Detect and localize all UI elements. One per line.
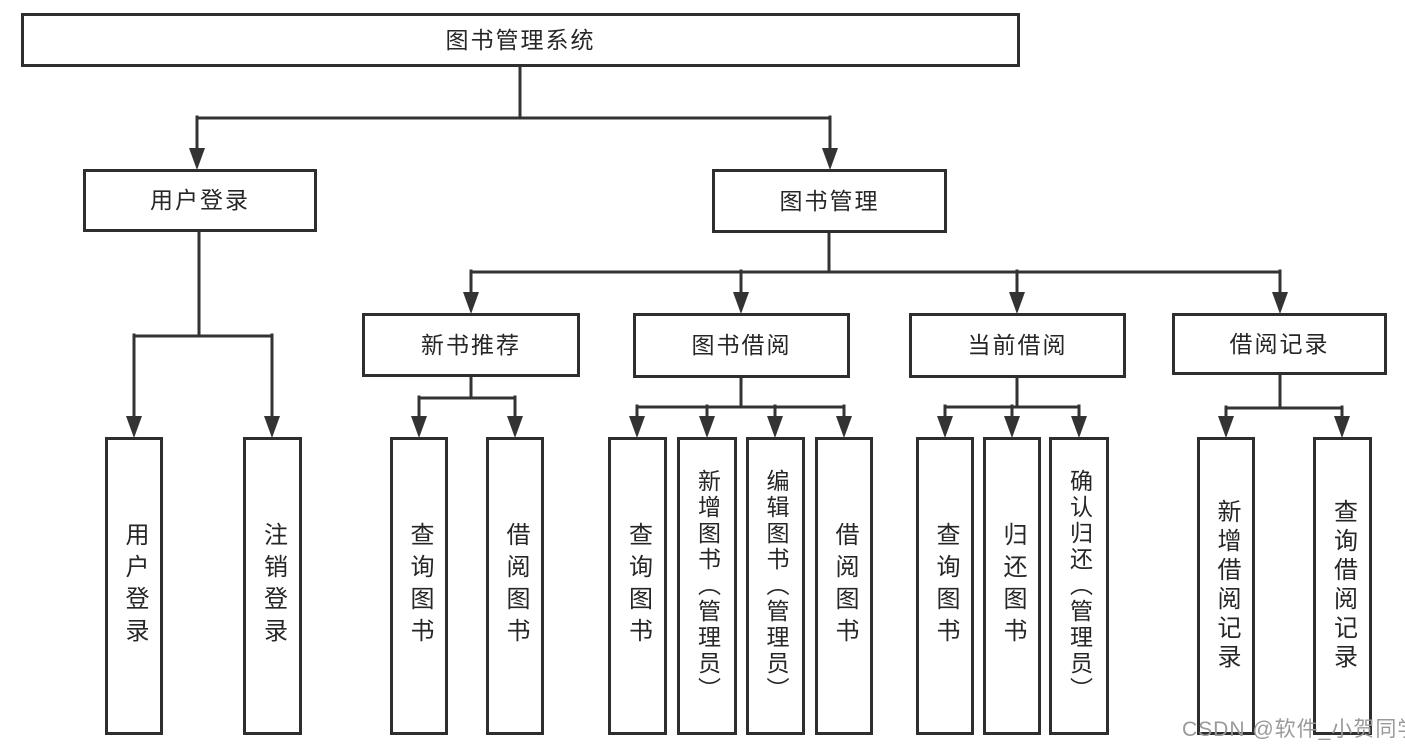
arrowhead-icon	[937, 416, 953, 438]
arrowhead-icon	[507, 416, 523, 438]
node-book-management: 图书管理	[712, 169, 947, 233]
node-new-book-recommend: 新书推荐	[362, 313, 580, 377]
leaf-query-books-borrow: 查询图书	[608, 437, 667, 735]
arrowhead-icon	[411, 416, 427, 438]
leaf-edit-book-admin: 编辑图书（管理员）	[746, 437, 805, 735]
node-current-borrow: 当前借阅	[909, 313, 1126, 378]
leaf-borrow-books: 借阅图书	[815, 437, 873, 735]
node-book-borrow: 图书借阅	[633, 313, 850, 378]
arrowhead-icon	[189, 148, 205, 170]
connector-book-management-children	[463, 231, 1288, 314]
arrowhead-icon	[1071, 416, 1087, 438]
leaf-add-book-admin: 新增图书（管理员）	[677, 437, 737, 735]
arrowhead-icon	[1218, 416, 1234, 438]
leaf-borrow-books-recommend: 借阅图书	[486, 437, 544, 735]
arrowhead-icon	[629, 416, 645, 438]
connector-current-borrow-children	[937, 375, 1087, 438]
arrowhead-icon	[463, 292, 479, 314]
arrowhead-icon	[1009, 292, 1025, 314]
arrowhead-icon	[836, 416, 852, 438]
csdn-watermark: CSDN @软件_小贺同学	[1182, 718, 1405, 741]
arrowhead-icon	[699, 416, 715, 438]
leaf-query-borrow-record: 查询借阅记录	[1313, 437, 1372, 735]
arrowhead-icon	[1272, 292, 1288, 314]
node-system-root: 图书管理系统	[21, 13, 1020, 67]
leaf-return-books: 归还图书	[983, 437, 1041, 735]
arrowhead-icon	[767, 416, 783, 438]
arrowhead-icon	[264, 416, 280, 438]
connector-borrow-records-children	[1218, 373, 1350, 438]
connector-new-book-recommend-children	[411, 375, 523, 438]
leaf-query-books-current: 查询图书	[916, 437, 974, 735]
leaf-user-login: 用户登录	[105, 437, 163, 735]
leaf-add-borrow-record: 新增借阅记录	[1197, 437, 1255, 735]
leaf-query-books-recommend: 查询图书	[390, 437, 448, 735]
leaf-confirm-return-admin: 确认归还（管理员）	[1049, 437, 1109, 735]
arrowhead-icon	[1334, 416, 1350, 438]
arrowhead-icon	[733, 292, 749, 314]
arrowhead-icon	[1004, 416, 1020, 438]
arrowhead-icon	[126, 416, 142, 438]
node-user-login: 用户登录	[83, 169, 317, 232]
connector-root-to-level2	[189, 65, 838, 170]
connector-book-borrow-children	[629, 375, 852, 438]
node-borrow-records: 借阅记录	[1172, 313, 1387, 375]
connector-user-login-children	[126, 230, 280, 438]
leaf-logout: 注销登录	[243, 437, 302, 735]
arrowhead-icon	[822, 148, 838, 170]
